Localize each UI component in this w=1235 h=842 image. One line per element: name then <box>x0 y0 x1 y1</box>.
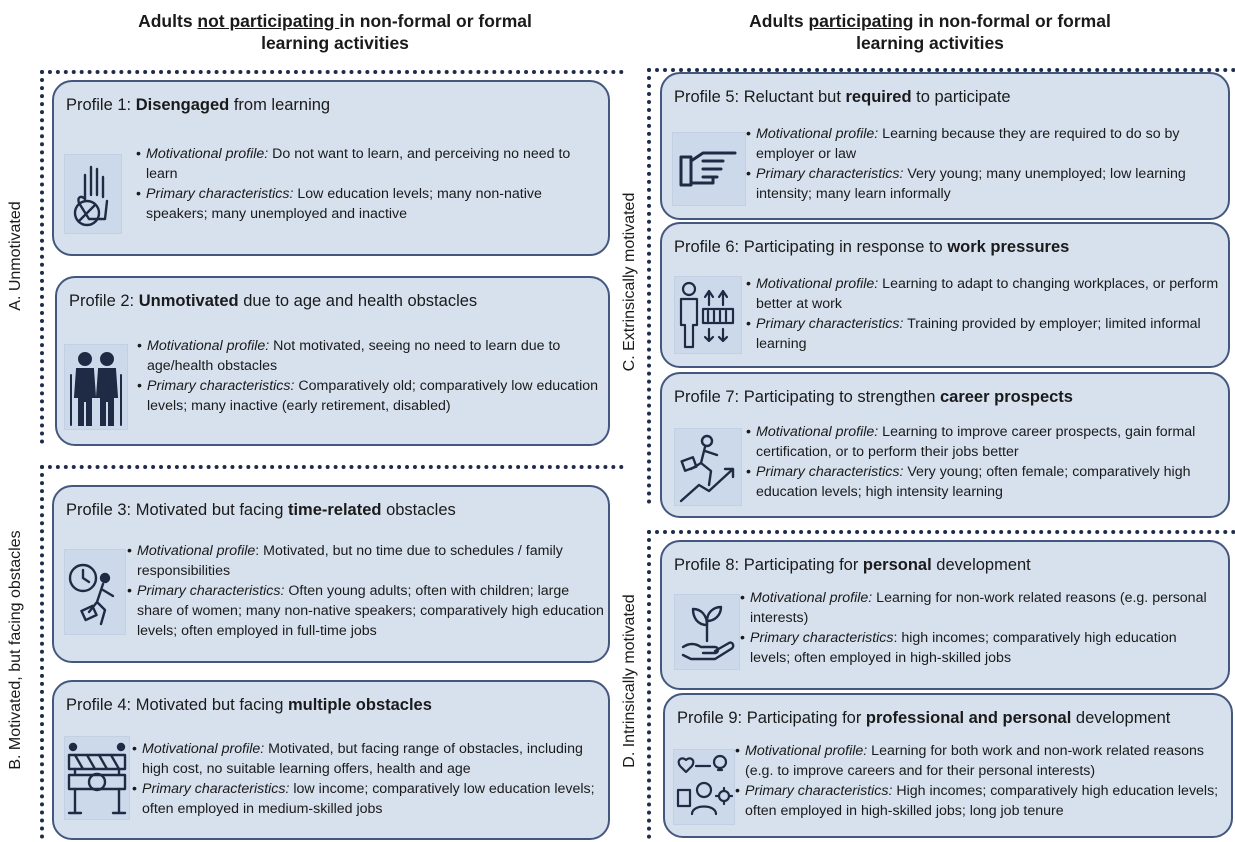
worker-pressure-icon <box>674 276 742 354</box>
motivational-profile-bullet: Motivational profile: Motivated, but no … <box>127 541 605 581</box>
group-b-frame <box>40 465 624 839</box>
profile-card-6: Profile 6: Participating in response to … <box>660 222 1230 368</box>
group-c-frame <box>647 68 1235 504</box>
pointing-hand-icon <box>672 132 746 206</box>
right-column-title: Adults participating in non-formal or fo… <box>749 11 1111 53</box>
group-d-frame <box>647 530 1235 839</box>
motivational-profile-bullet: Motivational profile: Learning to improv… <box>746 422 1220 462</box>
profile-bullets: Motivational profile: Not motivated, see… <box>137 336 603 416</box>
group-c-label: C. Extrinsically motivated <box>621 192 638 372</box>
primary-characteristics-bullet: Primary characteristics: Training provid… <box>746 314 1220 354</box>
profile-bullets: Motivational profile: Learning to improv… <box>746 422 1220 502</box>
plant-in-hand-icon <box>674 594 740 670</box>
profile-title: Profile 7: Participating to strengthen c… <box>674 388 1073 406</box>
career-climb-icon <box>674 428 742 506</box>
profile-title: Profile 1: Disengaged from learning <box>66 96 331 114</box>
group-b-label: B. Motivated, but facing obstacles <box>7 530 24 770</box>
motivational-profile-bullet: Motivational profile: Learning for non-w… <box>740 588 1220 628</box>
motivational-profile-bullet: Motivational profile: Motivated, but fac… <box>132 739 607 779</box>
profile-title: Profile 3: Motivated but facing time-rel… <box>66 501 456 519</box>
primary-characteristics-bullet: Primary characteristics: Very young; man… <box>746 164 1220 204</box>
motivational-profile-bullet: Motivational profile: Learning because t… <box>746 124 1220 164</box>
profile-title: Profile 9: Participating for professiona… <box>677 709 1171 727</box>
primary-characteristics-bullet: Primary characteristics: Comparatively o… <box>137 376 603 416</box>
road-barrier-icon <box>64 736 130 820</box>
group-a-label: A. Unmotivated <box>7 201 24 311</box>
elderly-couple-icon <box>64 344 128 430</box>
primary-characteristics-bullet: Primary characteristics: low income; com… <box>132 779 607 819</box>
motivational-profile-bullet: Motivational profile: Learning to adapt … <box>746 274 1220 314</box>
raised-hand-stop-icon <box>64 154 122 234</box>
profile-bullets: Motivational profile: Learning because t… <box>746 124 1220 204</box>
profile-bullets: Motivational profile: Motivated, but fac… <box>132 739 607 819</box>
profile-bullets: Motivational profile: Learning to adapt … <box>746 274 1220 354</box>
profile-card-4: Profile 4: Motivated but facing multiple… <box>52 680 610 840</box>
profile-card-7: Profile 7: Participating to strengthen c… <box>660 372 1230 518</box>
profile-card-3: Profile 3: Motivated but facing time-rel… <box>52 485 610 663</box>
group-d-label: D. Intrinsically motivated <box>621 594 638 768</box>
profile-card-8: Profile 8: Participating for personal de… <box>660 540 1230 690</box>
professional-growth-icon <box>673 749 735 825</box>
primary-characteristics-bullet: Primary characteristics: High incomes; c… <box>735 781 1229 821</box>
motivational-profile-bullet: Motivational profile: Do not want to lea… <box>136 144 600 184</box>
profile-bullets: Motivational profile: Do not want to lea… <box>136 144 600 224</box>
clock-running-person-icon <box>64 549 126 635</box>
profile-title: Profile 4: Motivated but facing multiple… <box>66 696 432 714</box>
group-a-frame <box>40 70 624 444</box>
motivational-profile-bullet: Motivational profile: Not motivated, see… <box>137 336 603 376</box>
primary-characteristics-bullet: Primary characteristics: Low education l… <box>136 184 600 224</box>
profile-title: Profile 6: Participating in response to … <box>674 238 1070 256</box>
primary-characteristics-bullet: Primary characteristics: high incomes; c… <box>740 628 1220 668</box>
profile-card-9: Profile 9: Participating for professiona… <box>663 693 1233 838</box>
profile-card-1: Profile 1: Disengaged from learning Moti… <box>52 80 610 256</box>
profile-title: Profile 8: Participating for personal de… <box>674 556 1031 574</box>
profile-title: Profile 2: Unmotivated due to age and he… <box>69 292 478 310</box>
profile-bullets: Motivational profile: Learning for non-w… <box>740 588 1220 668</box>
profile-card-5: Profile 5: Reluctant but required to par… <box>660 72 1230 220</box>
profile-card-2: Profile 2: Unmotivated due to age and he… <box>55 276 610 446</box>
profile-bullets: Motivational profile: Motivated, but no … <box>127 541 605 641</box>
profile-bullets: Motivational profile: Learning for both … <box>735 741 1229 821</box>
motivational-profile-bullet: Motivational profile: Learning for both … <box>735 741 1229 781</box>
primary-characteristics-bullet: Primary characteristics: Often young adu… <box>127 581 605 641</box>
left-column-title: Adults not participating in non-formal o… <box>138 11 532 53</box>
primary-characteristics-bullet: Primary characteristics: Very young; oft… <box>746 462 1220 502</box>
profile-title: Profile 5: Reluctant but required to par… <box>674 88 1011 106</box>
